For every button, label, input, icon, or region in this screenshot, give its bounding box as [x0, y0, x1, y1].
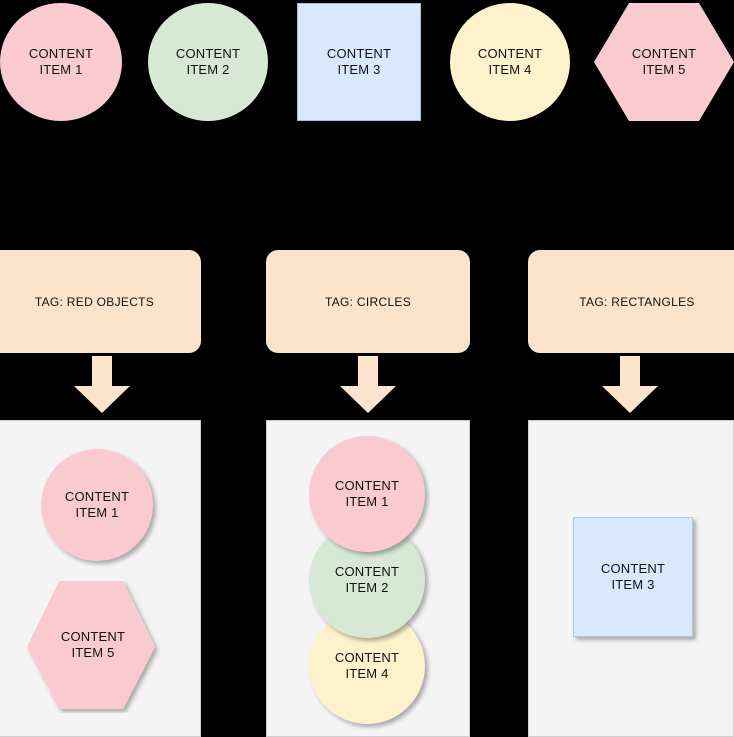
- tag-label-red-objects: TAG: RED OBJECTS: [34, 294, 155, 309]
- result-circle-item-1[interactable]: CONTENT ITEM 1: [309, 436, 425, 552]
- tag-label-rectangles: TAG: RECTANGLES: [579, 294, 695, 309]
- result-circle-item-4-label: CONTENT ITEM 4: [334, 650, 400, 681]
- hexagon-shape-icon: [27, 581, 155, 709]
- content-item-4-label: CONTENT ITEM 4: [477, 46, 543, 77]
- tag-box-red-objects[interactable]: TAG: RED OBJECTS: [0, 250, 201, 353]
- content-item-1-circle[interactable]: CONTENT ITEM 1: [0, 3, 122, 121]
- tag-box-circles[interactable]: TAG: CIRCLES: [266, 250, 470, 353]
- result-item-3-rectangle[interactable]: CONTENT ITEM 3: [573, 517, 693, 637]
- content-item-4-circle[interactable]: CONTENT ITEM 4: [450, 3, 570, 121]
- content-item-2-label: CONTENT ITEM 2: [175, 46, 241, 77]
- result-item-3-label: CONTENT ITEM 3: [600, 561, 666, 592]
- result-panel-red-objects: CONTENT ITEM 1 CONTENT ITEM 5: [0, 420, 201, 737]
- tag-label-circles: TAG: CIRCLES: [324, 294, 412, 309]
- arrow-down-icon: [74, 356, 130, 413]
- result-panel-circles: CONTENT ITEM 1 CONTENT ITEM 2 CONTENT IT…: [266, 420, 470, 737]
- tag-box-rectangles[interactable]: TAG: RECTANGLES: [528, 250, 734, 353]
- hexagon-shape-icon: [594, 3, 734, 121]
- arrow-down-icon: [340, 356, 396, 413]
- result-circle-item-1-label: CONTENT ITEM 1: [334, 478, 400, 509]
- content-item-1-label: CONTENT ITEM 1: [28, 46, 94, 77]
- result-item-1-label: CONTENT ITEM 1: [64, 489, 130, 520]
- result-item-1-circle[interactable]: CONTENT ITEM 1: [41, 449, 153, 561]
- content-item-3-label: CONTENT ITEM 3: [326, 46, 392, 77]
- arrow-down-icon: [602, 356, 658, 413]
- content-item-2-circle[interactable]: CONTENT ITEM 2: [148, 3, 268, 121]
- arrow-down-rectangles: [602, 356, 658, 413]
- arrow-down-red-objects: [74, 356, 130, 413]
- result-circle-item-2-label: CONTENT ITEM 2: [334, 564, 400, 595]
- result-panel-rectangles: CONTENT ITEM 3: [528, 420, 734, 737]
- arrow-down-circles: [340, 356, 396, 413]
- content-item-5-hexagon[interactable]: CONTENT ITEM 5: [594, 3, 734, 121]
- result-item-5-hexagon[interactable]: CONTENT ITEM 5: [25, 581, 161, 713]
- content-item-3-rectangle[interactable]: CONTENT ITEM 3: [297, 3, 421, 121]
